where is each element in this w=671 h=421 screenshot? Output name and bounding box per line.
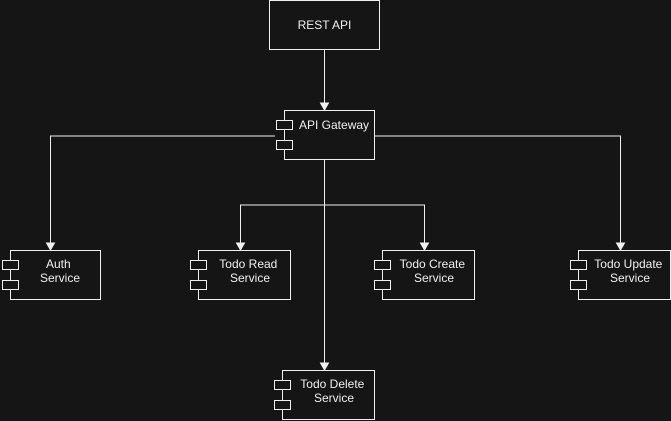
node-rest-api[interactable]: REST API <box>269 0 380 50</box>
node-todo-update-line1: Todo Update <box>594 257 662 271</box>
node-todo-read-line2: Service <box>230 271 270 285</box>
node-todo-update-service[interactable]: Todo Update Service <box>570 250 671 300</box>
component-port-icon <box>274 380 291 390</box>
edge-gateway-to-auth <box>45 135 275 252</box>
node-todo-update-service-label: Todo Update Service <box>594 257 665 285</box>
node-todo-read-line1: Todo Read <box>219 257 277 271</box>
edge-gateway-to-create <box>324 204 430 252</box>
node-todo-read-service[interactable]: Todo Read Service <box>190 250 291 300</box>
edge-gateway-to-update <box>374 135 626 252</box>
node-api-gateway-label: API Gateway <box>299 118 369 132</box>
component-port-icon <box>374 280 391 290</box>
component-port-icon <box>570 260 587 270</box>
node-todo-read-service-label: Todo Read Service <box>219 257 280 285</box>
edge-gateway-to-delete <box>319 160 330 372</box>
component-port-icon <box>570 280 587 290</box>
component-port-icon <box>190 280 207 290</box>
edge-gateway-to-read <box>235 204 325 252</box>
node-rest-api-label: REST API <box>298 18 352 32</box>
component-port-icon <box>2 280 19 290</box>
component-port-icon <box>274 400 291 410</box>
component-port-icon <box>190 260 207 270</box>
node-auth-service-label: Auth Service <box>40 257 80 285</box>
node-todo-create-line2: Service <box>414 271 454 285</box>
edges <box>45 50 626 372</box>
component-port-icon <box>276 120 293 130</box>
node-todo-delete-service-label: Todo Delete Service <box>300 377 367 405</box>
node-todo-delete-line2: Service <box>314 391 354 405</box>
component-port-icon <box>374 260 391 270</box>
node-todo-create-service-label: Todo Create Service <box>400 257 469 285</box>
node-auth-service[interactable]: Auth Service <box>2 250 101 300</box>
node-todo-delete-service[interactable]: Todo Delete Service <box>274 370 375 420</box>
node-todo-create-line1: Todo Create <box>400 257 466 271</box>
node-todo-delete-line1: Todo Delete <box>300 377 364 391</box>
node-todo-update-line2: Service <box>610 271 650 285</box>
node-todo-create-service[interactable]: Todo Create Service <box>374 250 475 300</box>
component-port-icon <box>276 140 293 150</box>
edge-rest-api-to-gateway <box>319 50 330 112</box>
node-auth-service-line2: Service <box>40 271 80 285</box>
node-api-gateway[interactable]: API Gateway <box>276 110 375 160</box>
component-port-icon <box>2 260 19 270</box>
node-auth-service-line1: Auth <box>46 257 71 271</box>
